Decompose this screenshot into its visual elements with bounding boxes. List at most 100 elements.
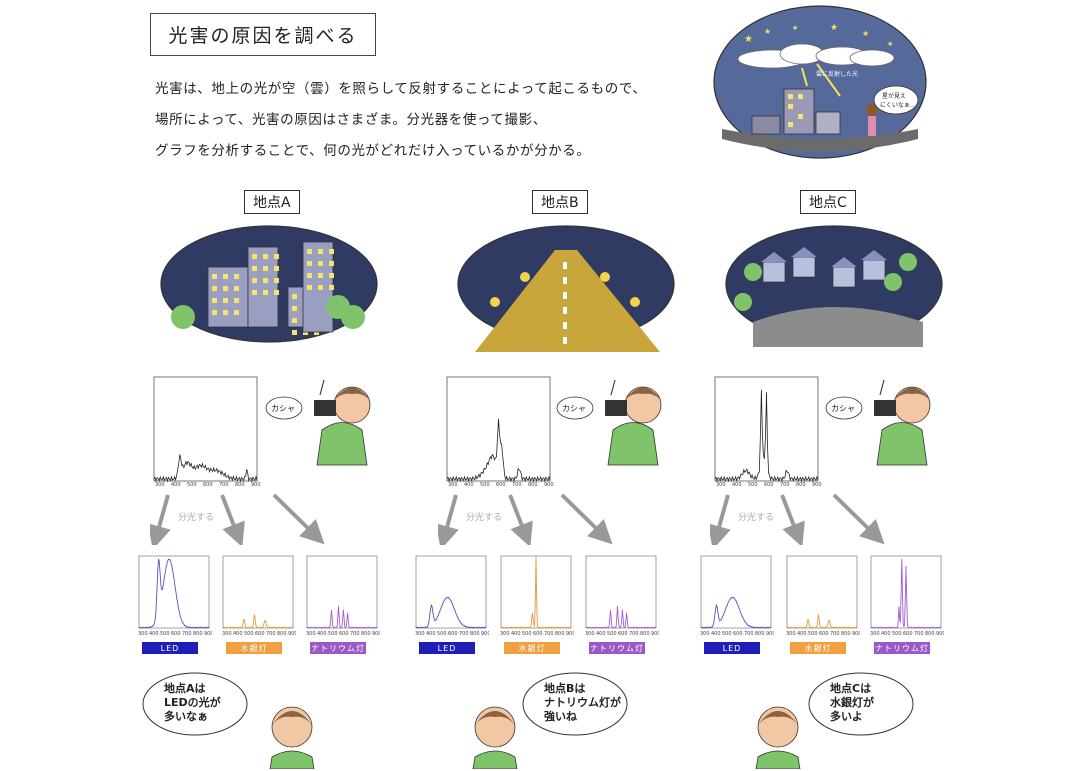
tick-label: 700 <box>219 482 229 488</box>
tick-label: 300 <box>306 631 316 637</box>
tick-label: 800 <box>193 631 203 637</box>
tick-label: 800 <box>555 631 565 637</box>
tick-label: 700 <box>182 631 192 637</box>
tick-label: 300 <box>870 631 880 637</box>
tick-label: 700 <box>744 631 754 637</box>
reflect-beam <box>816 63 841 97</box>
tick-label: 600 <box>448 631 458 637</box>
tick-label: 700 <box>512 482 522 488</box>
site-scene-3 <box>725 225 943 347</box>
tick-label: 700 <box>629 631 639 637</box>
badge-sodium: ナトリウム灯 <box>310 642 366 654</box>
light-pollution-illustration: ★★★★★★ 雲に反射した光 星が見え にくいなぁ… <box>713 5 927 159</box>
badge-mercury: 水銀灯 <box>504 642 560 654</box>
camera-icon <box>314 400 336 416</box>
intro-line-2: 場所によって、光害の原因はさまざま。分光器を使って撮影、 <box>155 112 547 128</box>
tick-label: 800 <box>235 482 245 488</box>
tick-label: 700 <box>830 631 840 637</box>
page-title-text: 光害の原因を調べる <box>168 25 358 47</box>
spectrum-line <box>714 389 819 483</box>
svg-text:★: ★ <box>792 24 798 32</box>
intro-line-3: グラフを分析することで、何の光がどれだけ入っているかが分かる。 <box>155 143 591 159</box>
tick-label: 400 <box>171 482 181 488</box>
spectrum-line <box>138 558 210 629</box>
tick-label: 400 <box>317 631 327 637</box>
tick-label: 400 <box>426 631 436 637</box>
kid-illustration-2 <box>472 706 518 769</box>
tick-label: 400 <box>596 631 606 637</box>
comment-line: 地点Aは <box>164 681 206 695</box>
spectrum-line <box>446 418 551 483</box>
tick-label: 600 <box>203 482 213 488</box>
camera-sound-text: カシャ <box>562 404 586 413</box>
badge-led: LED <box>419 642 475 654</box>
tick-label: 600 <box>255 631 265 637</box>
svg-text:★: ★ <box>744 34 753 45</box>
site-scene-1 <box>160 225 378 343</box>
tick-label: 300 <box>155 482 165 488</box>
tick-label: 300 <box>448 482 458 488</box>
split-arrows-3: 分光する <box>710 493 885 545</box>
tick-label: 900 <box>766 631 774 637</box>
split-label: 分光する <box>178 511 214 523</box>
tick-label: 800 <box>277 631 287 637</box>
tick-label: 800 <box>925 631 935 637</box>
tick-label: 600 <box>903 631 913 637</box>
tick-label: 900 <box>288 631 296 637</box>
tick-label: 500 <box>722 631 732 637</box>
tick-label: 800 <box>841 631 851 637</box>
spectrum-line <box>870 558 942 629</box>
tick-label: 800 <box>361 631 371 637</box>
tick-label: 800 <box>755 631 765 637</box>
tick-label: 600 <box>618 631 628 637</box>
comment-line: 地点Bは <box>544 681 585 695</box>
kid-illustration-3 <box>755 706 801 769</box>
badge-mercury: 水銀灯 <box>790 642 846 654</box>
tick-label: 300 <box>222 631 232 637</box>
camera-sound-text: カシャ <box>271 404 295 413</box>
tick-label: 600 <box>339 631 349 637</box>
site-tag-3: 地点C <box>800 190 856 214</box>
tick-label: 900 <box>544 482 554 488</box>
tick-label: 900 <box>204 631 212 637</box>
tick-label: 600 <box>171 631 181 637</box>
spectrum-line <box>500 556 572 629</box>
tick-label: 900 <box>372 631 380 637</box>
spectrum-line <box>700 596 772 629</box>
tick-label: 900 <box>812 482 822 488</box>
spectrum-line <box>153 454 258 483</box>
tick-label: 500 <box>437 631 447 637</box>
speech-line-2: にくいなぁ… <box>880 102 916 109</box>
comment-line: 地点Cは <box>830 681 871 695</box>
tick-label: 500 <box>328 631 338 637</box>
split-arrows-1: 分光する <box>150 493 325 545</box>
tick-label: 500 <box>244 631 254 637</box>
site-scene-2 <box>457 225 675 352</box>
tick-label: 500 <box>160 631 170 637</box>
tick-label: 500 <box>892 631 902 637</box>
tick-label: 500 <box>187 482 197 488</box>
tick-label: 600 <box>764 482 774 488</box>
tick-label: 500 <box>607 631 617 637</box>
svg-text:★: ★ <box>830 23 838 33</box>
tick-label: 300 <box>585 631 595 637</box>
tick-label: 400 <box>881 631 891 637</box>
badge-led: LED <box>704 642 760 654</box>
comment-line: 多いよ <box>830 709 863 723</box>
comment-line: 強いね <box>544 709 577 723</box>
tick-label: 300 <box>700 631 710 637</box>
comment-line: ナトリウム灯が <box>544 695 621 709</box>
tick-label: 400 <box>511 631 521 637</box>
tick-label: 700 <box>544 631 554 637</box>
tick-label: 300 <box>415 631 425 637</box>
split-label: 分光する <box>466 511 502 523</box>
